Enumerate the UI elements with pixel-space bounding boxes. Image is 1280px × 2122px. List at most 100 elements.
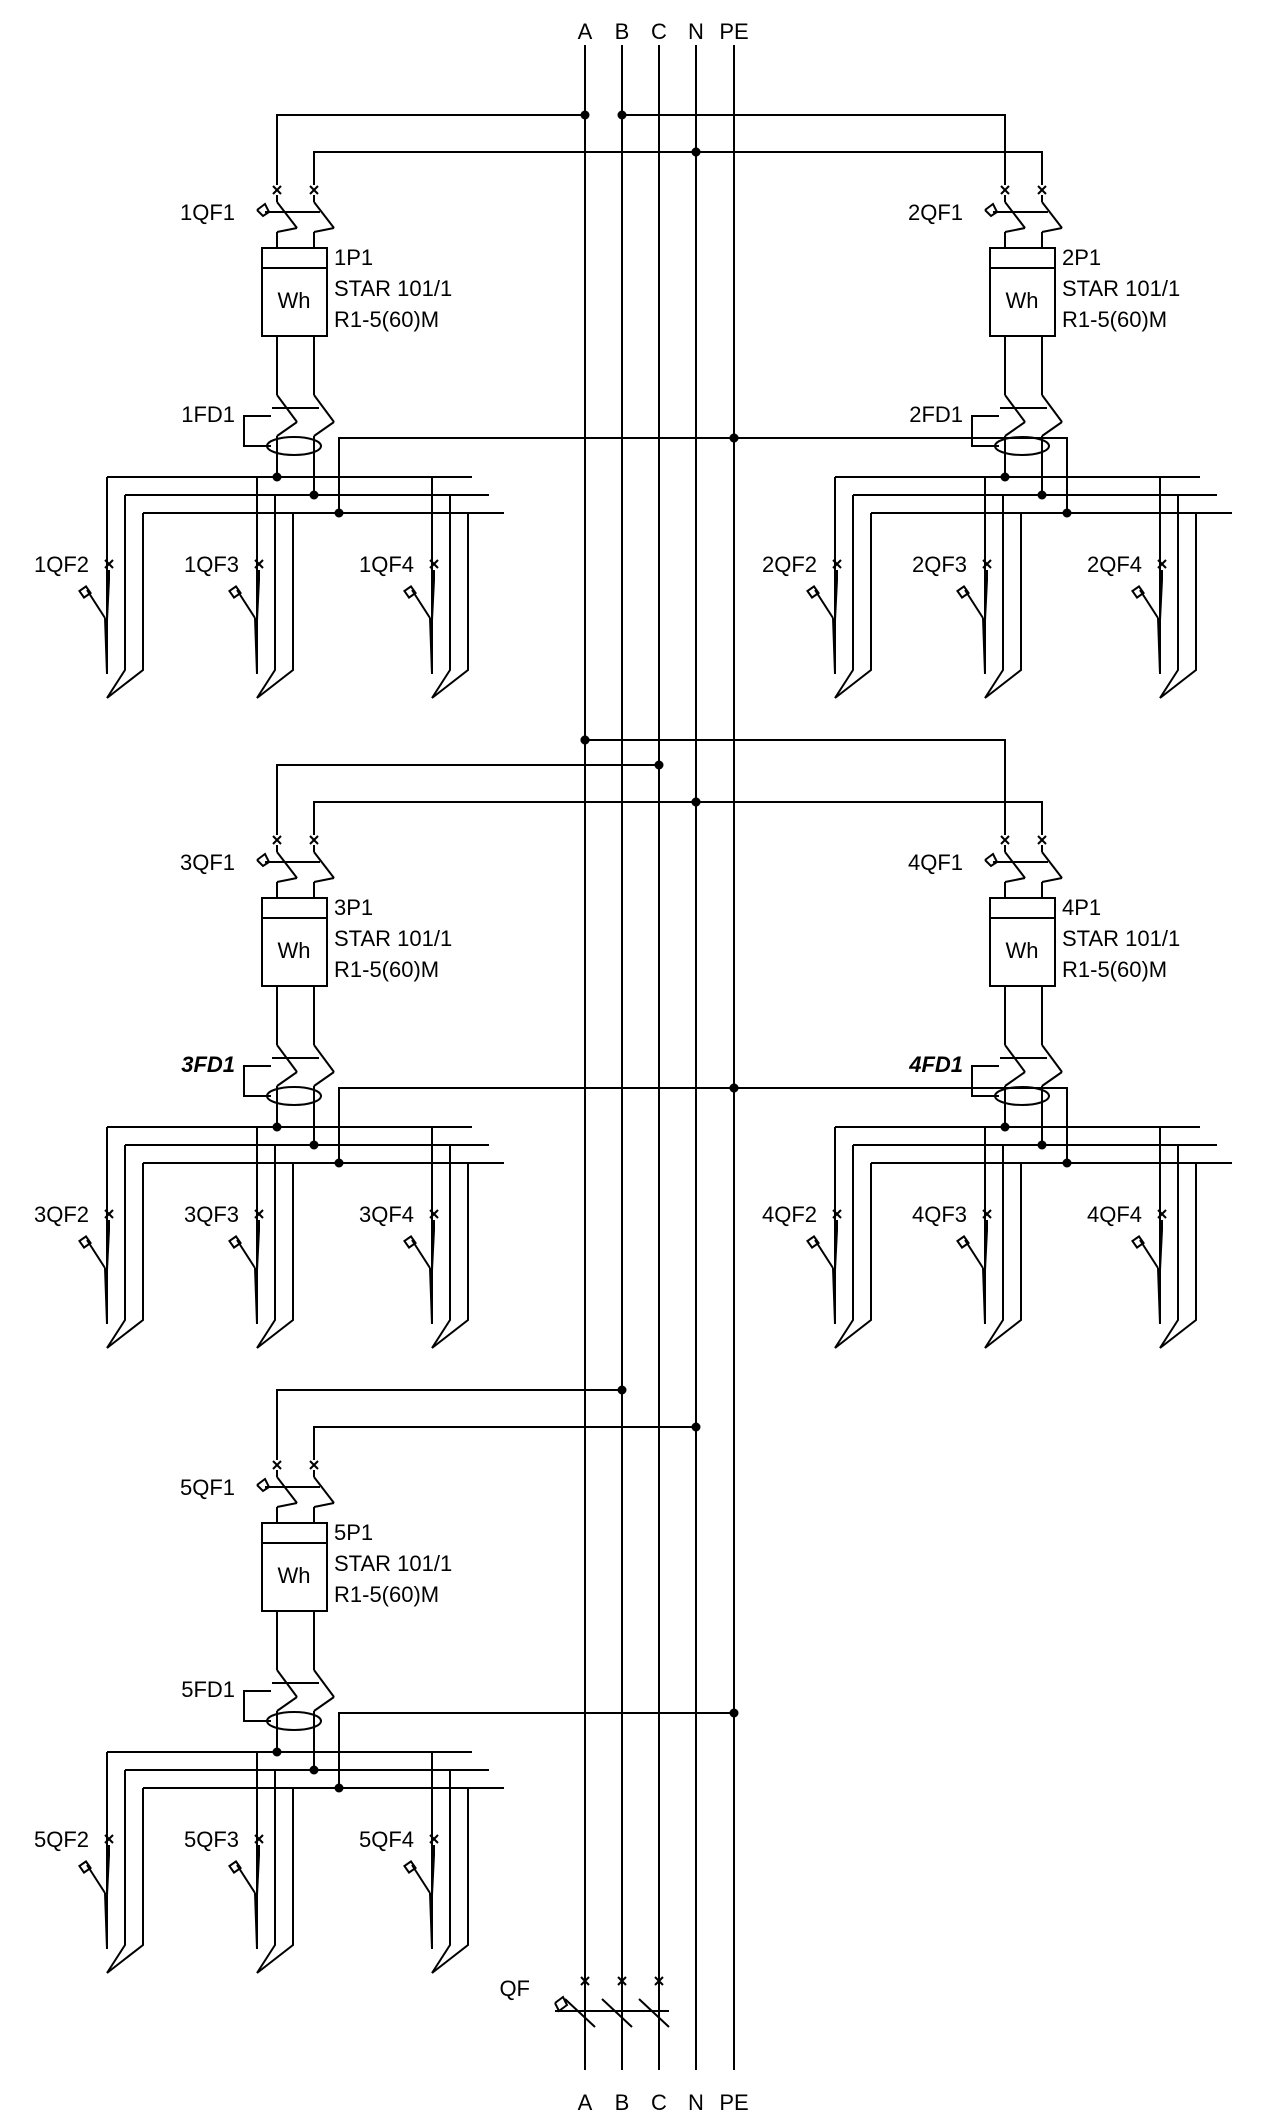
pe-lead [834, 1163, 872, 1349]
contact-x-mark [309, 185, 319, 195]
junction-dot [272, 472, 282, 482]
rcd-3 [243, 1044, 335, 1145]
junction-dot [691, 147, 701, 157]
main-breaker-assembly: QF [499, 1976, 670, 2028]
outgoing-breaker-symbol [956, 1209, 992, 1325]
rcd-test-circuit [971, 415, 999, 447]
x-stroke [832, 559, 842, 569]
wire [313, 1696, 335, 1712]
x-stroke [272, 1460, 282, 1470]
rcd-toroid [994, 1086, 1050, 1106]
meter-rating: R1-5(60)M [334, 957, 439, 982]
breaker-contact [814, 589, 834, 619]
pe-lead [256, 1788, 294, 1974]
breaker-label: 5QF1 [180, 1475, 235, 1500]
breaker-actuator [78, 585, 92, 599]
wire [254, 617, 258, 675]
breaker-contact [431, 1854, 435, 1896]
rcd-toroid [266, 1086, 322, 1106]
meter-symbol: Wh [278, 288, 311, 313]
meter-model: STAR 101/1 [334, 276, 452, 301]
pe-tap-wire [338, 437, 734, 514]
pe-lead [431, 1163, 469, 1349]
pe-lead [1159, 513, 1197, 699]
main-breaker-5 [256, 1460, 335, 1523]
contact-x-mark [617, 1976, 627, 1986]
outgoing-circuit-1-2 [78, 477, 144, 699]
bus-label-bottom-b: B [615, 2090, 630, 2115]
junction-dot [729, 433, 739, 443]
rcd-contact [313, 1669, 335, 1698]
contact-x-mark [832, 559, 842, 569]
outgoing-circuit-5-3 [228, 1752, 294, 1974]
outgoing-circuit-4-2 [806, 1127, 872, 1349]
x-stroke [1037, 835, 1047, 845]
wire [276, 1696, 298, 1712]
meter-symbol: Wh [278, 938, 311, 963]
breaker-contact [834, 1229, 838, 1271]
phase-tap-wire [585, 739, 1006, 835]
x-stroke [1000, 185, 1010, 195]
rcd-5 [243, 1669, 335, 1770]
outgoing-breaker-symbol [956, 559, 992, 675]
breaker-label: 4QF1 [908, 850, 963, 875]
breaker-contact [964, 589, 984, 619]
outgoing-breaker-label: 1QF2 [34, 552, 89, 577]
breaker-actuator [228, 1235, 242, 1249]
bus-label-top-n: N [688, 19, 704, 44]
x-stroke [254, 559, 264, 569]
energy-meter-4: Wh [989, 897, 1056, 987]
rcd-test-circuit [971, 1065, 999, 1097]
neutral-tap-wire [313, 1426, 696, 1460]
distribution-bars [835, 1126, 1232, 1164]
contact-x-mark [104, 559, 114, 569]
breaker-actuator [806, 585, 820, 599]
breaker-contact [1004, 851, 1026, 879]
outgoing-breaker-label: 5QF3 [184, 1827, 239, 1852]
x-stroke [1157, 1209, 1167, 1219]
wire [429, 617, 433, 675]
outgoing-breaker-symbol [403, 1209, 439, 1325]
contact-x-mark [429, 1834, 439, 1844]
bus-label-bottom-c: C [651, 2090, 667, 2115]
bus-label-bottom-n: N [688, 2090, 704, 2115]
junction-dot [617, 1385, 627, 1395]
contact-x-mark [1037, 185, 1047, 195]
bus-label-top-c: C [651, 19, 667, 44]
contact-x-mark [254, 1209, 264, 1219]
x-stroke [254, 1834, 264, 1844]
main-breaker-contact [601, 1998, 633, 2028]
rcd-test-circuit [243, 415, 271, 447]
breaker-contact [834, 579, 838, 621]
rcd-toroid [266, 436, 322, 456]
main-breaker-contact [638, 1998, 670, 2028]
breaker-contact [256, 1854, 260, 1896]
breaker-contact [431, 1229, 435, 1271]
energy-meter-5: Wh [261, 1522, 328, 1612]
meter-symbol: Wh [1006, 938, 1039, 963]
main-breaker-2 [984, 185, 1063, 248]
outgoing-breaker-label: 3QF2 [34, 1202, 89, 1227]
meter-rating: R1-5(60)M [1062, 307, 1167, 332]
x-stroke [104, 1834, 114, 1844]
contact-x-mark [254, 1834, 264, 1844]
pe-tap-wire [734, 437, 1105, 514]
breaker-contact [236, 589, 256, 619]
neutral-lead [984, 495, 1004, 699]
outgoing-breaker-symbol [806, 1209, 842, 1325]
contact-x-mark [309, 835, 319, 845]
outgoing-breaker-symbol [228, 559, 264, 675]
x-stroke [580, 1976, 590, 1986]
outgoing-breaker-symbol [78, 559, 114, 675]
pe-lead [984, 513, 1022, 699]
x-stroke [254, 1209, 264, 1219]
outgoing-breaker-label: 2QF2 [762, 552, 817, 577]
neutral-lead [256, 1770, 276, 1974]
main-breaker-3 [256, 835, 335, 898]
breaker-contact [814, 1239, 834, 1269]
neutral-lead [256, 1145, 276, 1349]
neutral-lead [1159, 495, 1179, 699]
outgoing-breaker-label: 5QF2 [34, 1827, 89, 1852]
